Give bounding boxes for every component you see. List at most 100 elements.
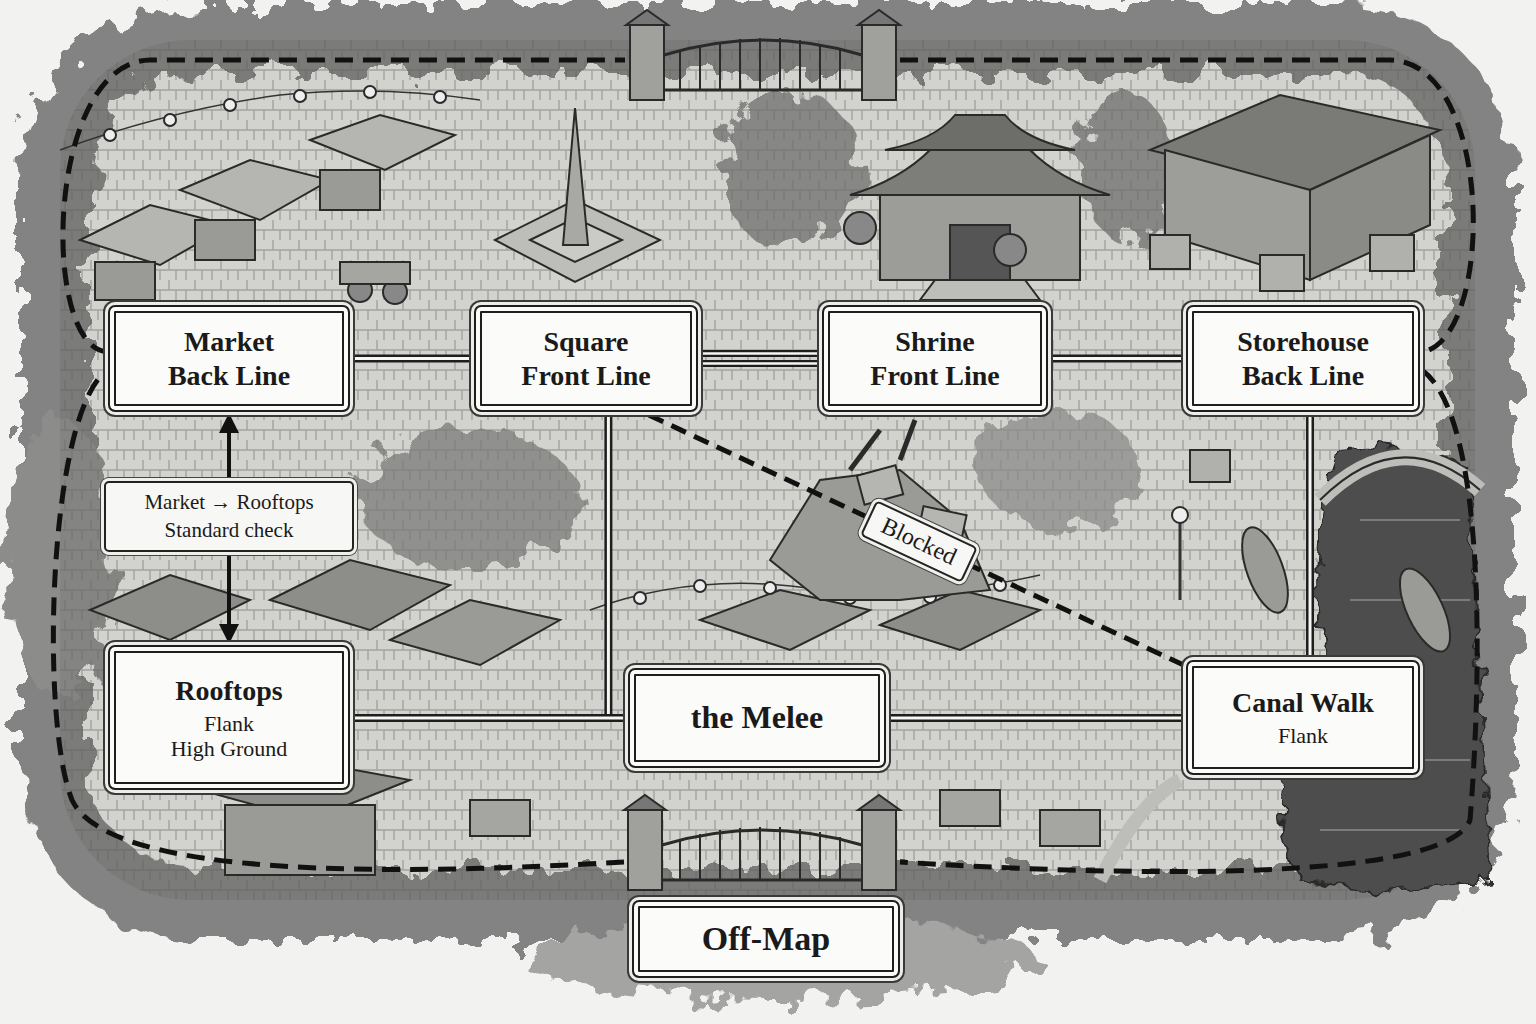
gate [630, 25, 664, 100]
zone-name: Off-Map [702, 919, 830, 959]
market-stalls [95, 262, 155, 300]
zone-connector [1310, 412, 1311, 660]
storehouse [1370, 235, 1414, 271]
shrine [844, 115, 1110, 300]
storehouse [1260, 255, 1304, 291]
connector-line [698, 350, 822, 357]
market-stalls [320, 170, 380, 210]
foliage-border [5, 38, 1480, 1000]
rooftops-district [270, 560, 450, 630]
market-stalls [434, 91, 446, 103]
connector-line [698, 362, 822, 365]
zone-name: Storehouse Back Line [1223, 325, 1383, 391]
zone-name: Canal Walk [1232, 686, 1374, 719]
obelisk [563, 108, 588, 245]
rooftops-district [940, 790, 1000, 826]
canal [1320, 457, 1480, 500]
canal [1100, 448, 1490, 891]
gate [664, 40, 862, 90]
zone-tag: Flank [204, 711, 254, 736]
dashed-perimeter [53, 372, 624, 869]
canal [1179, 520, 1182, 600]
gate [626, 10, 668, 25]
zone-name: Shrine Front Line [861, 325, 1009, 391]
rooftops-district [470, 800, 530, 836]
storehouse [1310, 135, 1430, 280]
connector-line [608, 412, 628, 718]
off-map-box: Off-Map [632, 900, 900, 978]
storehouse [1150, 235, 1190, 269]
gate [626, 10, 900, 100]
zone-connector [1048, 358, 1186, 359]
connector-line [886, 714, 1186, 722]
connector-line [608, 412, 628, 718]
connector-line [350, 355, 474, 363]
market-stalls [340, 262, 410, 284]
gate [858, 795, 900, 810]
cobbled-ground [60, 40, 1475, 900]
rooftops-district [1040, 810, 1100, 846]
connector-line [698, 352, 822, 355]
storehouse [1150, 95, 1440, 291]
market-stalls [224, 99, 236, 111]
rubble [770, 420, 990, 600]
connector-line [1309, 412, 1312, 660]
market-stalls [364, 86, 376, 98]
shrine [850, 150, 1110, 195]
canal [1190, 450, 1230, 482]
edge-label: Blocked [860, 500, 978, 583]
zone-box: Market Back Line [108, 305, 350, 412]
zone-box: Canal WalkFlank [1186, 660, 1420, 775]
obelisk [495, 108, 660, 282]
connector-line [649, 415, 1190, 668]
gate [662, 830, 862, 880]
rooftops-district [90, 575, 250, 640]
rubble [900, 420, 915, 460]
rubble [850, 430, 880, 470]
connector-line [886, 717, 1186, 720]
market-stalls [310, 115, 455, 170]
gate [680, 827, 840, 880]
connector-line [1306, 412, 1314, 660]
zone-name: Rooftops [175, 674, 282, 707]
foliage-border [360, 430, 580, 570]
market-stalls [294, 90, 306, 102]
canal [1172, 507, 1188, 523]
zone-connector [698, 354, 822, 364]
foliage-border [1080, 90, 1170, 240]
zone-box: RooftopsFlankHigh Ground [108, 645, 350, 790]
rooftops-district [390, 600, 560, 665]
zone-box: the Melee [628, 668, 886, 768]
zone-name: the Melee [691, 699, 823, 737]
dashed-perimeter [900, 370, 1477, 872]
foliage-border [55, 38, 1480, 904]
zone-name: Square Front Line [512, 325, 660, 391]
connector-line [1048, 355, 1186, 363]
canal [1233, 522, 1298, 619]
gate [680, 38, 840, 90]
gate [628, 810, 662, 890]
zone-connector [350, 358, 474, 359]
rooftops-district [634, 592, 646, 604]
shrine [880, 190, 1080, 280]
zone-tag: High Ground [171, 736, 288, 761]
canal [1390, 562, 1461, 659]
dashed-perimeter [53, 60, 1477, 872]
rooftops-district [764, 582, 776, 594]
zone-connector [608, 412, 628, 718]
connector-line [350, 717, 628, 720]
zone-connector [886, 718, 1186, 719]
market-stalls [180, 160, 330, 220]
market-stalls [195, 220, 255, 260]
shrine [920, 280, 1040, 300]
connector-line [350, 714, 628, 722]
shrine [885, 115, 1075, 150]
market-stalls [60, 86, 480, 304]
shrine [844, 212, 876, 244]
gate [862, 25, 896, 100]
cobbled-ground [60, 40, 1475, 900]
